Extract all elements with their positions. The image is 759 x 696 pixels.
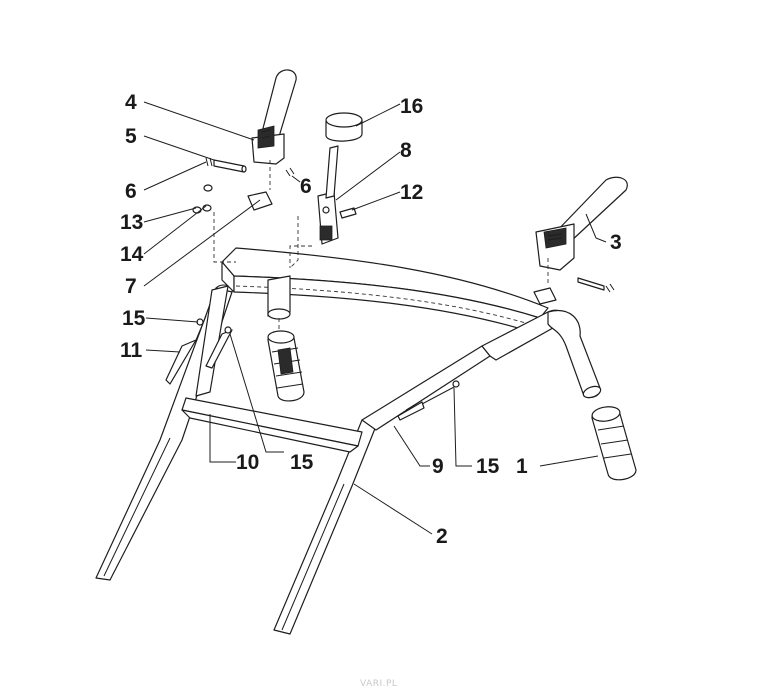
callout-6-left: 6 xyxy=(125,180,137,203)
clip-far-right xyxy=(605,283,615,293)
right-handle-tube xyxy=(547,310,602,399)
callout-9: 9 xyxy=(432,455,444,478)
block-nut-right xyxy=(533,287,557,305)
callout-13: 13 xyxy=(120,211,144,234)
block-nut xyxy=(247,191,273,211)
washer-13 xyxy=(192,206,202,214)
left-upright xyxy=(195,285,229,397)
callout-15-centre: 15 xyxy=(290,451,314,474)
clip-right xyxy=(285,167,295,177)
callout-7: 7 xyxy=(125,275,137,298)
washer-extra xyxy=(203,184,213,192)
assembly-line-2 xyxy=(213,212,236,263)
callout-12: 12 xyxy=(400,181,424,204)
callout-5: 5 xyxy=(125,125,137,148)
cross-bar xyxy=(181,397,363,453)
assembly-line-3 xyxy=(289,216,299,269)
knob xyxy=(325,112,363,142)
left-lower-tube xyxy=(95,284,233,581)
callout-3: 3 xyxy=(610,231,622,254)
callout-4: 4 xyxy=(125,91,137,114)
left-handle-upper xyxy=(251,69,297,165)
right-pin xyxy=(577,277,605,291)
right-grip xyxy=(591,406,637,481)
callout-6-right: 6 xyxy=(300,175,312,198)
callout-14: 14 xyxy=(120,243,144,266)
cable-centre xyxy=(205,326,233,369)
callout-15-left: 15 xyxy=(122,307,146,330)
callout-15-right: 15 xyxy=(476,455,500,478)
right-handle-upper xyxy=(535,176,628,271)
lever-bracket xyxy=(317,145,339,245)
clip-left xyxy=(205,157,213,167)
callout-16: 16 xyxy=(400,95,424,118)
callout-10: 10 xyxy=(236,451,260,474)
cable-right xyxy=(397,380,460,421)
leader-lines xyxy=(143,101,607,535)
callout-11: 11 xyxy=(120,339,143,362)
assembly-line-4 xyxy=(289,245,312,268)
watermark: VARI.PL xyxy=(360,679,398,689)
callout-1: 1 xyxy=(516,455,528,478)
right-arm-tube xyxy=(361,309,564,431)
centre-stem xyxy=(267,275,291,338)
screw xyxy=(339,207,357,219)
left-pin xyxy=(213,159,247,173)
left-grip xyxy=(267,330,305,402)
right-lower-tube xyxy=(273,415,381,635)
callout-2: 2 xyxy=(436,525,448,548)
cable-left xyxy=(165,315,207,385)
callout-8: 8 xyxy=(400,139,412,162)
